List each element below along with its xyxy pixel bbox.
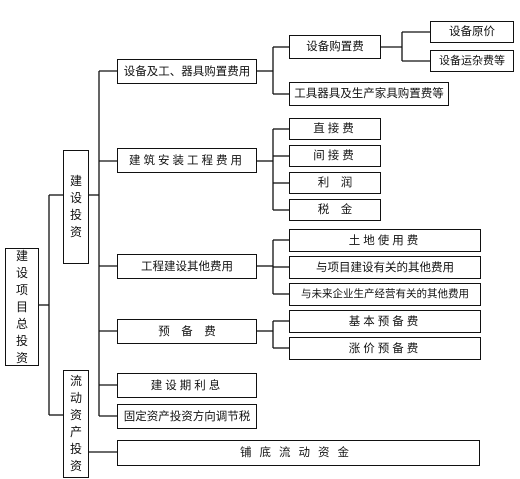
profit-label: 利 润	[317, 175, 353, 190]
equipment-purchase-cost-label: 设备购置费	[306, 39, 364, 54]
tax-label: 税 金	[317, 202, 353, 217]
interest-label: 建设期利息	[150, 377, 224, 392]
equipment-freight-node: 设备运杂费等	[430, 50, 514, 72]
tools-purchase-label: 工具器具及生产家具购置费等	[294, 86, 444, 101]
direct-cost-label: 直接费	[313, 121, 357, 136]
equipment-original-price-label: 设备原价	[449, 24, 495, 39]
price-reserve-label: 涨价预备费	[348, 340, 422, 355]
adjustment-tax-node: 固定资产投资方向调节税	[117, 404, 257, 429]
installation-node: 建筑安装工程费用	[117, 148, 257, 173]
basic-reserve-node: 基本预备费	[289, 310, 481, 333]
price-reserve-node: 涨价预备费	[289, 337, 481, 360]
project-related-label: 与项目建设有关的其他费用	[316, 259, 454, 274]
profit-node: 利 润	[289, 172, 381, 194]
working-capital-investment-label: 流动资产投资	[69, 374, 82, 473]
reserve-label: 预 备 费	[158, 323, 216, 338]
tools-purchase-node: 工具器具及生产家具购置费等	[289, 82, 449, 106]
land-use-node: 土地使用费	[289, 229, 481, 252]
equipment-purchase-node: 设备及工、器具购置费用	[117, 59, 257, 84]
future-operations-node: 与未来企业生产经营有关的其他费用	[289, 283, 481, 306]
reserve-node: 预 备 费	[117, 319, 257, 344]
basic-reserve-label: 基本预备费	[348, 313, 422, 328]
root-label: 建设项目总投资	[15, 248, 28, 365]
adjustment-tax-label: 固定资产投资方向调节税	[123, 408, 251, 423]
project-related-node: 与项目建设有关的其他费用	[289, 256, 481, 279]
equipment-freight-label: 设备运杂费等	[439, 54, 505, 68]
indirect-cost-label: 间接费	[313, 148, 357, 163]
root-node: 建设项目总投资	[5, 248, 39, 366]
other-costs-node: 工程建设其他费用	[117, 254, 257, 279]
working-capital-investment-node: 流动资产投资	[63, 370, 89, 478]
construction-investment-node: 建设投资	[63, 150, 89, 264]
installation-label: 建筑安装工程费用	[129, 152, 245, 167]
interest-node: 建设期利息	[117, 373, 257, 398]
equipment-original-price-node: 设备原价	[430, 21, 514, 43]
equipment-purchase-cost-node: 设备购置费	[289, 35, 381, 59]
base-working-capital-label: 铺底流动资金	[240, 445, 357, 460]
indirect-cost-node: 间接费	[289, 145, 381, 167]
other-costs-label: 工程建设其他费用	[141, 258, 233, 273]
direct-cost-node: 直接费	[289, 118, 381, 140]
land-use-label: 土地使用费	[348, 232, 422, 247]
base-working-capital-node: 铺底流动资金	[117, 440, 480, 466]
future-operations-label: 与未来企业生产经营有关的其他费用	[301, 288, 469, 301]
tax-node: 税 金	[289, 199, 381, 221]
equipment-purchase-label: 设备及工、器具购置费用	[123, 63, 251, 78]
construction-investment-label: 建设投资	[69, 174, 82, 239]
